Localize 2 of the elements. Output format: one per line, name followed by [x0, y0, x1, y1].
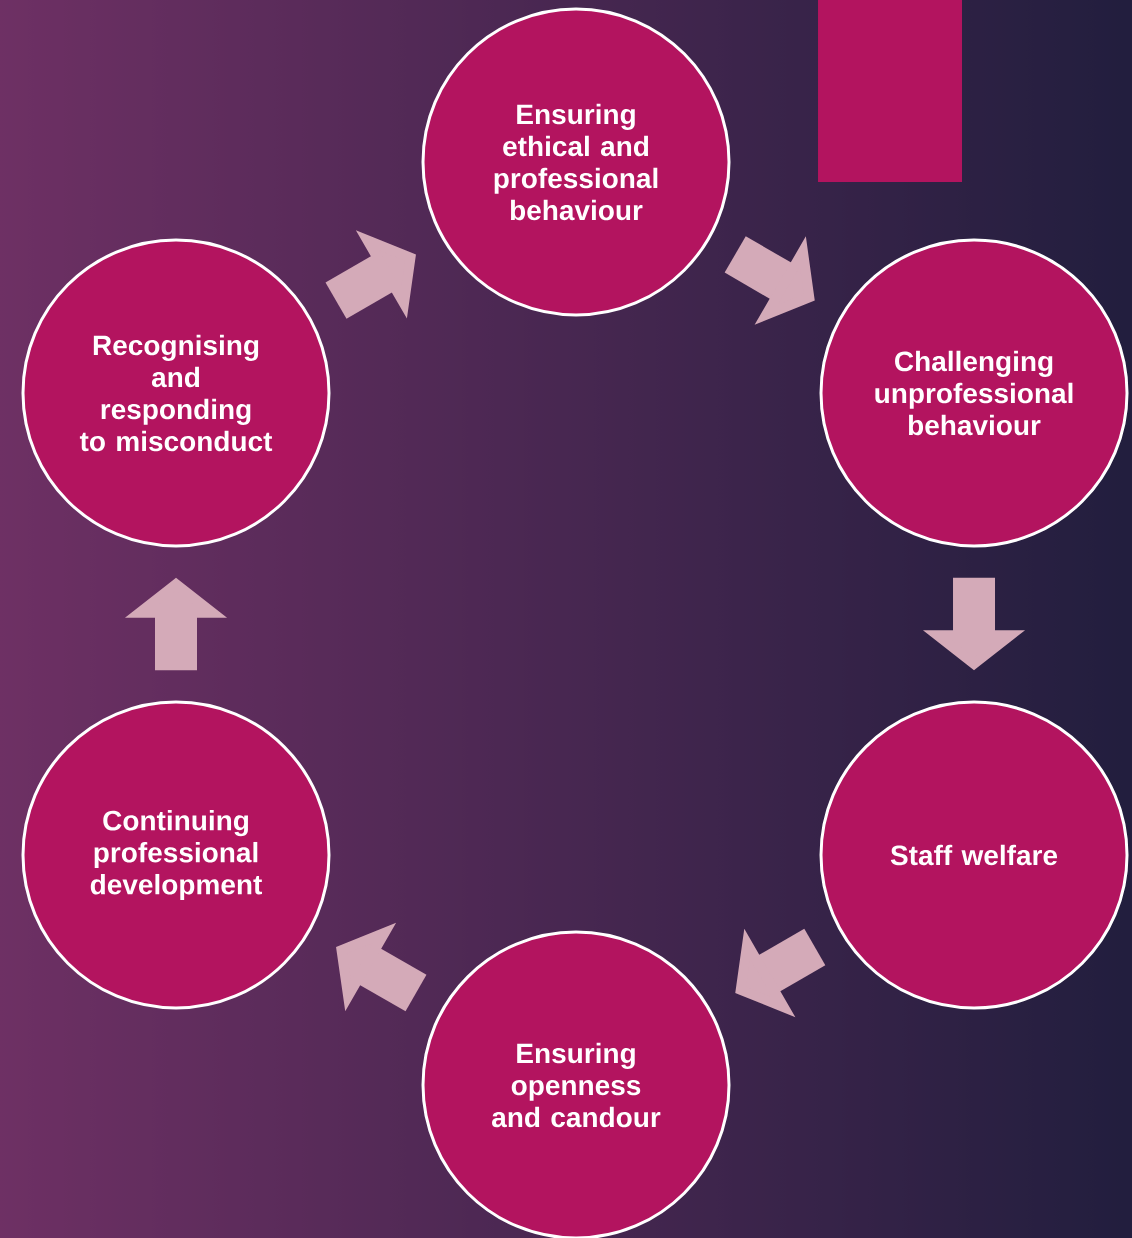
block-arrow [325, 230, 416, 319]
block-arrow [735, 928, 826, 1018]
